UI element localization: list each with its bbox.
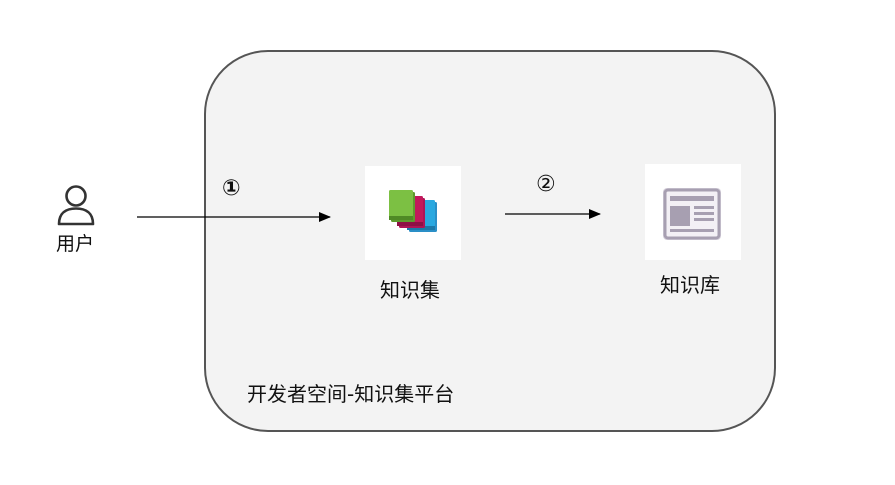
step-2-marker: ② <box>536 172 556 197</box>
step-1-marker: ① <box>222 176 241 201</box>
platform-label: 开发者空间-知识集平台 <box>247 382 455 406</box>
knowledge-library-node <box>645 164 741 260</box>
user-label: 用户 <box>56 233 95 255</box>
document-icon <box>663 188 721 240</box>
knowledge-collection-node <box>365 166 461 260</box>
books-icon <box>389 190 437 232</box>
knowledge-collection-label: 知识集 <box>380 278 440 302</box>
knowledge-library-label: 知识库 <box>660 273 720 297</box>
user-icon <box>56 184 96 228</box>
